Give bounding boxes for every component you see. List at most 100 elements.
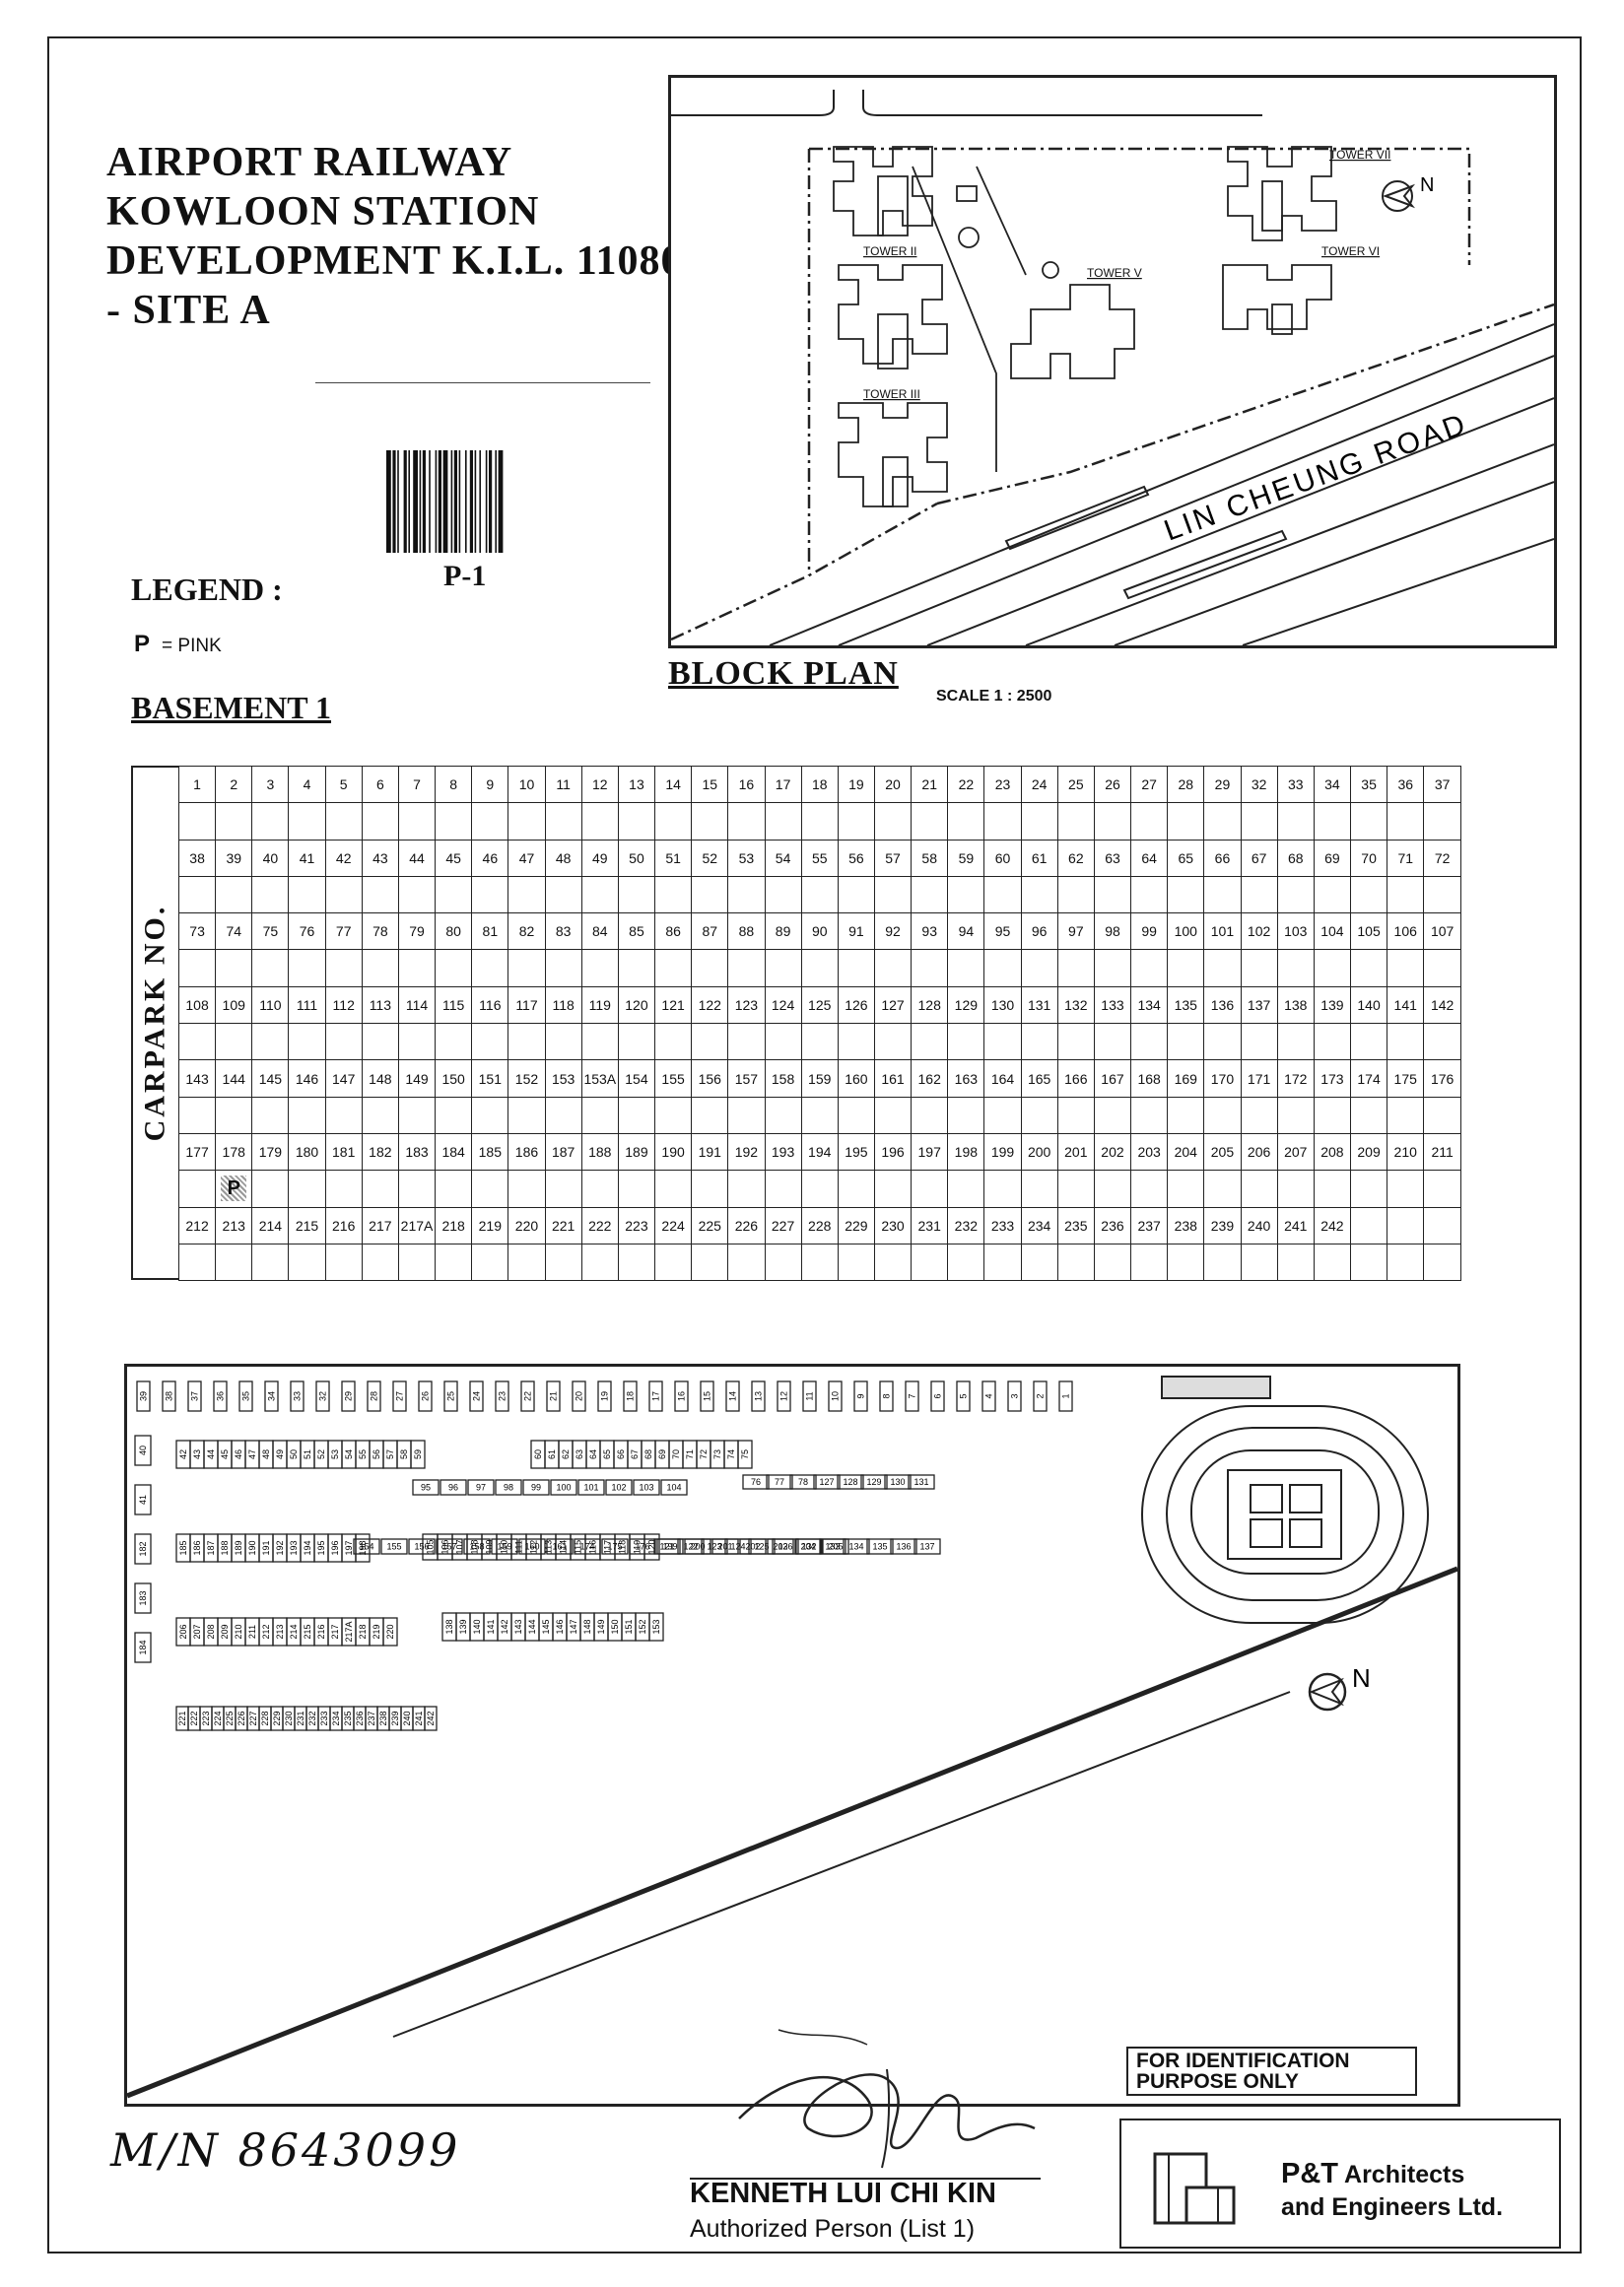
parking-bay bbox=[777, 1380, 791, 1412]
carpark-mark-cell bbox=[691, 1096, 729, 1134]
carpark-mark-cell bbox=[1240, 1096, 1278, 1134]
carpark-mark-cell bbox=[397, 1243, 437, 1282]
carpark-number-cell: 100 bbox=[1167, 912, 1205, 951]
carpark-mark-cell bbox=[215, 875, 253, 914]
carpark-mark-row bbox=[177, 1096, 1461, 1134]
parking-bay-label: 226 bbox=[237, 1711, 246, 1725]
carpark-number-cell: 23 bbox=[983, 765, 1022, 804]
parking-bay-label: 203 bbox=[773, 1542, 787, 1552]
carpark-number-cell: 132 bbox=[1056, 985, 1095, 1025]
carpark-number-cell: 196 bbox=[873, 1132, 913, 1172]
parking-bay-label: 186 bbox=[192, 1540, 202, 1555]
parking-bay bbox=[956, 1380, 971, 1412]
parking-bay-label: 216 bbox=[316, 1624, 326, 1639]
carpark-mark-cell bbox=[397, 1023, 437, 1061]
parking-bay-label: 157 bbox=[441, 1542, 456, 1552]
carpark-number-cell: 57 bbox=[873, 839, 913, 877]
parking-bay-label: 110 bbox=[500, 1540, 509, 1554]
carpark-mark-cell bbox=[1167, 1023, 1205, 1061]
parking-bay-label: 120 bbox=[647, 1539, 657, 1554]
carpark-number-cell: 214 bbox=[251, 1206, 290, 1244]
parking-bay-label: 95 bbox=[421, 1483, 431, 1493]
pink-marker: P bbox=[221, 1176, 247, 1202]
parking-bay bbox=[546, 1380, 561, 1412]
parking-bay-label: 52 bbox=[316, 1449, 326, 1459]
parking-bay-label: 107 bbox=[455, 1539, 465, 1554]
parking-bay-label: 194 bbox=[303, 1540, 312, 1555]
carpark-number-cell: 146 bbox=[288, 1059, 326, 1098]
carpark-mark-cell bbox=[947, 949, 985, 987]
carpark-mark-cell bbox=[1387, 1243, 1425, 1282]
carpark-mark-cell bbox=[947, 1170, 985, 1208]
carpark-number-cell: 84 bbox=[580, 912, 619, 951]
carpark-number-cell: 167 bbox=[1093, 1059, 1132, 1098]
carpark-number-cell: 41 bbox=[288, 839, 326, 877]
carpark-number-cell: 91 bbox=[837, 912, 875, 951]
carpark-number-cell: 119 bbox=[580, 985, 619, 1025]
carpark-number-cell: 65 bbox=[1167, 839, 1205, 877]
carpark-number-cell: 131 bbox=[1020, 985, 1058, 1025]
parking-bay bbox=[134, 1435, 152, 1466]
carpark-number-cell: 114 bbox=[397, 985, 437, 1025]
parking-bay bbox=[546, 1538, 574, 1555]
carpark-mark-cell bbox=[471, 875, 509, 914]
carpark-number-cell: 170 bbox=[1203, 1059, 1242, 1098]
carpark-number-cell: 102 bbox=[1240, 912, 1278, 951]
carpark-mark-cell bbox=[251, 1023, 290, 1061]
parking-bay bbox=[884, 1474, 912, 1490]
carpark-number-cell: 150 bbox=[435, 1059, 473, 1098]
parking-bay-label: 188 bbox=[220, 1540, 230, 1555]
carpark-number-cell: 18 bbox=[800, 765, 839, 804]
carpark-number-cell: 200 bbox=[1020, 1132, 1058, 1172]
parking-bay-label: 53 bbox=[330, 1449, 340, 1459]
parking-bay bbox=[412, 1479, 440, 1496]
carpark-mark-cell bbox=[873, 1023, 913, 1061]
parking-bay-label: 34 bbox=[267, 1391, 277, 1401]
carpark-number-cell: 122 bbox=[691, 985, 729, 1025]
carpark-mark-cell bbox=[1130, 802, 1169, 841]
parking-bay-label: 77 bbox=[775, 1477, 784, 1487]
carpark-number-cell: 37 bbox=[1423, 765, 1461, 804]
carpark-mark-cell bbox=[580, 875, 619, 914]
carpark-mark-cell bbox=[508, 1096, 546, 1134]
carpark-number-cell: 97 bbox=[1056, 912, 1095, 951]
parking-bay-label: 141 bbox=[486, 1619, 496, 1634]
carpark-mark-cell bbox=[1130, 875, 1169, 914]
carpark-mark-cell bbox=[215, 1096, 253, 1134]
carpark-mark-cell bbox=[288, 1023, 326, 1061]
carpark-mark-cell bbox=[911, 1170, 949, 1208]
carpark-mark-cell bbox=[617, 1243, 656, 1282]
carpark-mark-cell bbox=[1167, 1243, 1205, 1282]
carpark-mark-cell bbox=[1240, 1170, 1278, 1208]
carpark-mark-row bbox=[177, 802, 1461, 841]
carpark-mark-cell bbox=[1020, 1023, 1058, 1061]
carpark-mark-cell bbox=[1056, 1023, 1095, 1061]
parking-bay bbox=[495, 1380, 509, 1412]
parking-bay-label: 206 bbox=[178, 1624, 188, 1639]
carpark-number-cell: 194 bbox=[800, 1132, 839, 1172]
carpark-mark-cell bbox=[873, 875, 913, 914]
carpark-mark-cell bbox=[435, 1096, 473, 1134]
carpark-number-cell: 165 bbox=[1020, 1059, 1058, 1098]
parking-bay bbox=[914, 1538, 941, 1555]
parking-bay bbox=[866, 1538, 894, 1555]
carpark-mark-cell bbox=[617, 1170, 656, 1208]
carpark-number-cell: 142 bbox=[1423, 985, 1461, 1025]
parking-bay-label: 103 bbox=[639, 1483, 653, 1493]
parking-bay bbox=[469, 1380, 484, 1412]
carpark-mark-cell bbox=[727, 1096, 766, 1134]
tower-3-label: TOWER III bbox=[863, 387, 920, 401]
parking-bay bbox=[136, 1380, 151, 1412]
parking-bay-label: 231 bbox=[296, 1711, 305, 1725]
carpark-number-cell: 228 bbox=[800, 1206, 839, 1244]
parking-bay-label: 48 bbox=[261, 1449, 271, 1459]
carpark-mark-cell bbox=[1093, 1096, 1132, 1134]
carpark-number-cell: 139 bbox=[1313, 985, 1352, 1025]
title-line-2: KOWLOON STATION bbox=[106, 189, 540, 235]
carpark-number-cell: 33 bbox=[1276, 765, 1315, 804]
signatory-role: Authorized Person (List 1) bbox=[690, 2215, 976, 2243]
carpark-mark-cell bbox=[580, 1243, 619, 1282]
carpark-mark-cell bbox=[617, 802, 656, 841]
carpark-mark-cell bbox=[435, 802, 473, 841]
